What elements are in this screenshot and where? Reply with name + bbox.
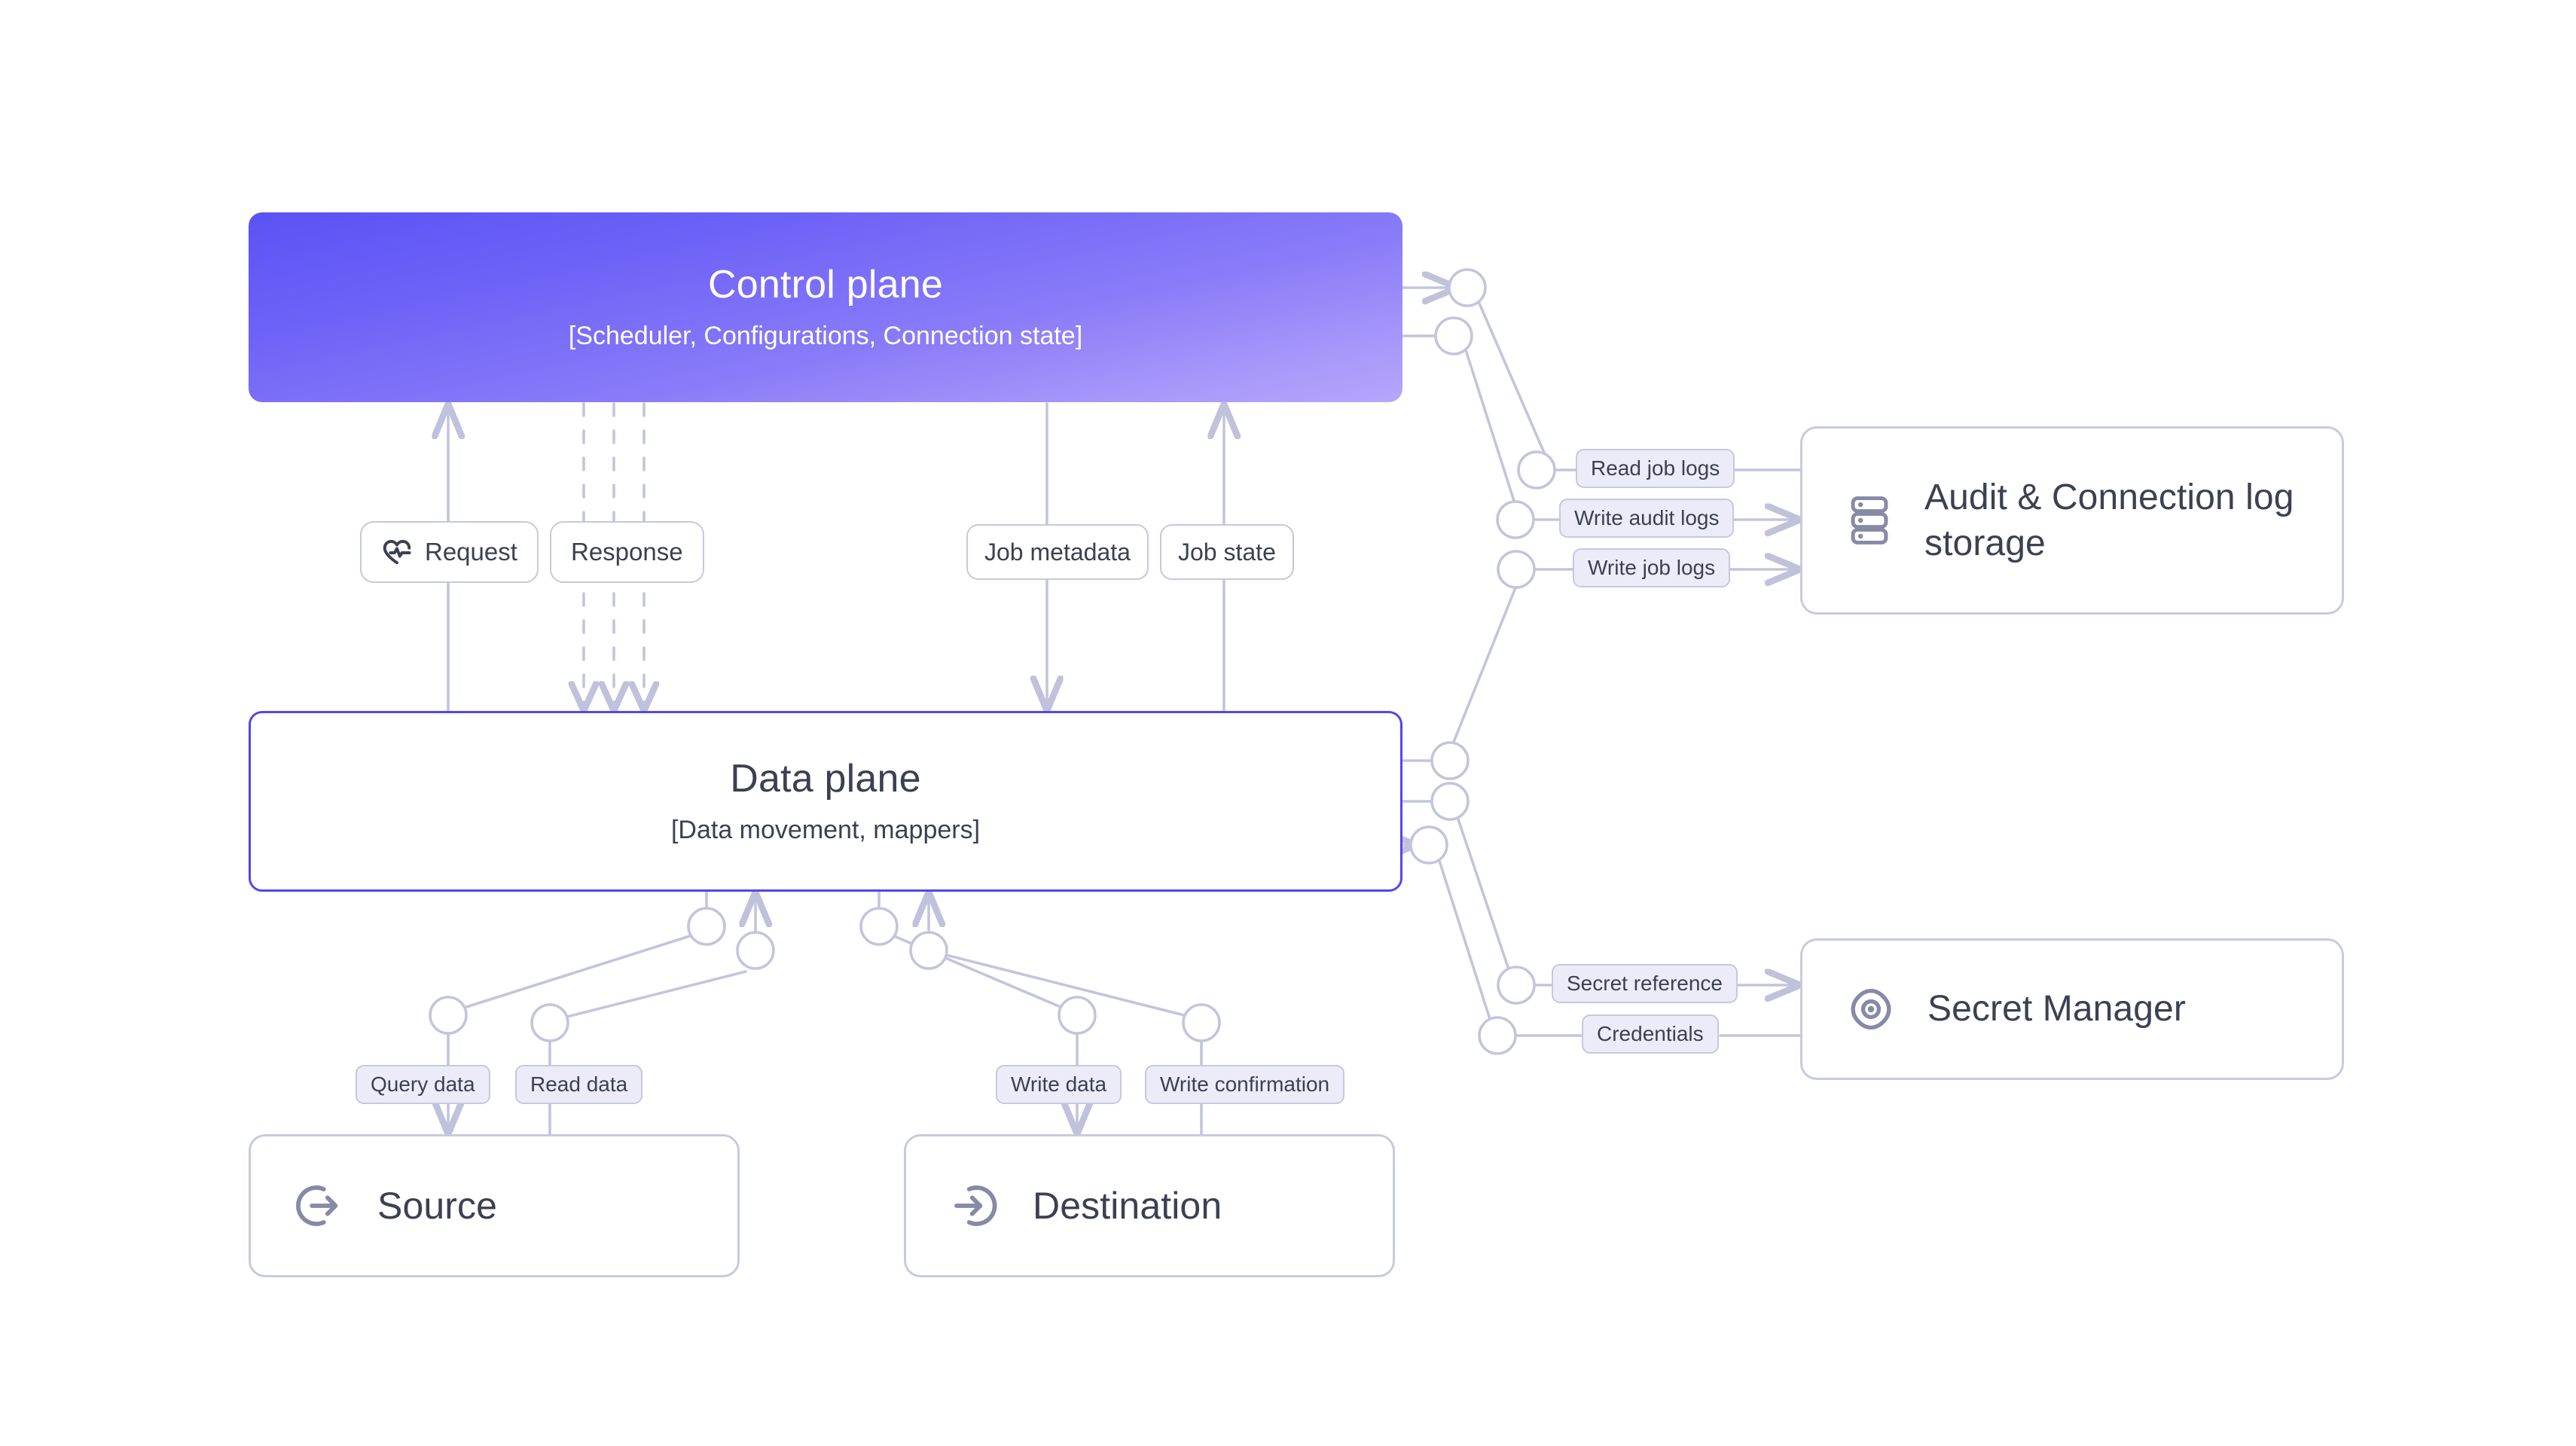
- control-plane-title: Control plane: [708, 262, 943, 307]
- wire-credentials-diag: [1437, 857, 1497, 1037]
- audit-log-storage-card[interactable]: Audit & Connection log storage: [1800, 426, 2344, 615]
- label-write-confirmation[interactable]: Write confirmation: [1145, 1065, 1345, 1104]
- source-card[interactable]: Source: [249, 1134, 740, 1277]
- label-read-job-logs[interactable]: Read job logs: [1576, 449, 1735, 488]
- label-job-state-text: Job state: [1178, 538, 1276, 566]
- eye-key-icon: [1846, 984, 1896, 1034]
- label-job-metadata-text: Job metadata: [984, 538, 1131, 566]
- label-write-data-text: Write data: [1011, 1072, 1107, 1096]
- heartbeat-pulse-icon: [381, 538, 413, 566]
- data-plane-subtitle: [Data movement, mappers]: [670, 816, 981, 845]
- audit-card-title: Audit & Connection log storage: [1924, 477, 2294, 563]
- wire-write-audit-logs-diag: [1460, 334, 1521, 521]
- arrow-in-circle-icon: [948, 1180, 1000, 1231]
- label-query-data[interactable]: Query data: [356, 1065, 490, 1104]
- label-write-audit-logs[interactable]: Write audit logs: [1559, 499, 1735, 538]
- dest-card-title: Destination: [1033, 1185, 1222, 1227]
- wire-read-job-logs-diag: [1471, 286, 1553, 471]
- label-write-data[interactable]: Write data: [996, 1065, 1122, 1104]
- server-stack-icon: [1846, 493, 1893, 548]
- label-credentials[interactable]: Credentials: [1582, 1014, 1719, 1054]
- label-job-state[interactable]: Job state: [1160, 524, 1294, 580]
- control-plane-subtitle: [Scheduler, Configurations, Connection s…: [568, 322, 1083, 351]
- destination-card[interactable]: Destination: [904, 1134, 1395, 1277]
- label-read-data[interactable]: Read data: [515, 1065, 643, 1104]
- label-write-audit-logs-text: Write audit logs: [1574, 506, 1720, 529]
- label-write-confirmation-text: Write confirmation: [1160, 1072, 1330, 1096]
- label-read-job-logs-text: Read job logs: [1591, 456, 1720, 480]
- label-response[interactable]: Response: [550, 521, 704, 583]
- wire-read-diag: [560, 970, 747, 1020]
- connector-dots: [429, 268, 1556, 1055]
- label-query-data-text: Query data: [371, 1072, 475, 1096]
- label-read-data-text: Read data: [530, 1072, 628, 1096]
- control-plane-box[interactable]: Control plane [Scheduler, Configurations…: [249, 212, 1402, 402]
- wire-conf-diag: [939, 952, 1192, 1018]
- label-write-job-logs-text: Write job logs: [1588, 556, 1716, 579]
- wire-query-diag: [458, 932, 698, 1011]
- wire-secret-ref-diag: [1455, 813, 1515, 987]
- secret-card-title: Secret Manager: [1927, 989, 2186, 1030]
- label-write-job-logs[interactable]: Write job logs: [1573, 548, 1731, 587]
- label-request-text: Request: [425, 538, 517, 566]
- secret-manager-card[interactable]: Secret Manager: [1800, 938, 2344, 1080]
- wire-write-job-logs-diag: [1451, 584, 1518, 747]
- label-job-metadata[interactable]: Job metadata: [966, 524, 1149, 580]
- label-response-text: Response: [571, 538, 683, 566]
- label-secret-reference-text: Secret reference: [1567, 972, 1723, 995]
- arrow-out-circle-icon: [293, 1180, 344, 1231]
- label-credentials-text: Credentials: [1597, 1022, 1704, 1045]
- data-plane-box[interactable]: Data plane [Data movement, mappers]: [249, 711, 1402, 892]
- label-secret-reference[interactable]: Secret reference: [1552, 964, 1738, 1003]
- label-request[interactable]: Request: [360, 521, 539, 583]
- source-card-title: Source: [377, 1185, 498, 1227]
- data-plane-title: Data plane: [730, 756, 921, 801]
